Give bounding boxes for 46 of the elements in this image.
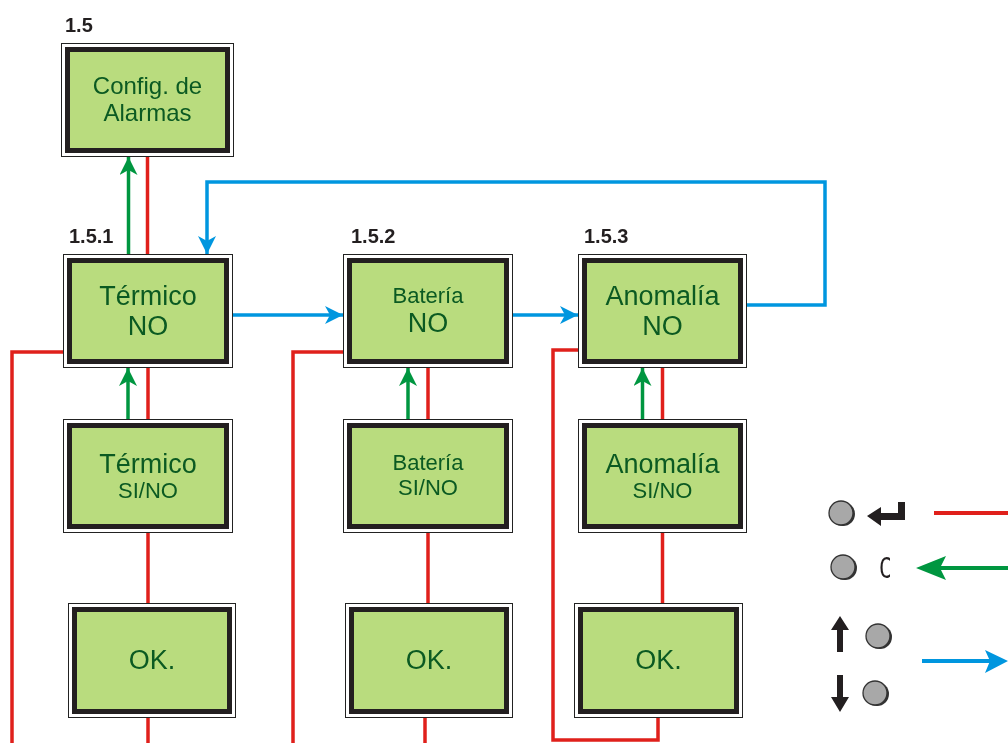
arrow	[513, 306, 578, 324]
connector-line	[291, 350, 343, 743]
screen-text: OK.	[405, 645, 453, 676]
lcd-screen	[343, 419, 513, 533]
connector-line	[551, 348, 660, 742]
connector-line	[423, 718, 427, 743]
menu-number: 1.5	[65, 14, 93, 37]
menu-number: 1.5.3	[584, 225, 629, 248]
screen-text: Batería	[392, 283, 464, 309]
connector-line	[426, 533, 430, 603]
arrow	[633, 368, 652, 419]
menu-number: 1.5.1	[69, 225, 114, 248]
screen-text: Térmico	[99, 280, 197, 311]
connector-line	[660, 533, 665, 603]
connector-line	[146, 718, 150, 743]
screen-text: Térmico	[99, 448, 197, 479]
arrow	[198, 180, 827, 307]
screen-text: OK.	[635, 645, 682, 676]
screen-text: Config. de Alarmas	[91, 73, 204, 127]
connector-line	[426, 368, 430, 419]
screen-text: Anomalía	[605, 448, 720, 479]
screen-text: NO	[407, 308, 449, 339]
screen-text: SI/NO	[632, 478, 693, 504]
lcd-screen	[578, 419, 747, 533]
lcd-screen	[574, 603, 743, 718]
lcd-screen	[68, 603, 236, 718]
screen-text: SI/NO	[118, 478, 178, 504]
arrow	[119, 368, 137, 419]
arrow	[399, 368, 417, 419]
connector-line	[146, 368, 150, 419]
menu-number: 1.5.2	[351, 225, 396, 248]
screen-text: NO	[642, 311, 683, 342]
connector-line	[146, 533, 150, 603]
screen-text: OK.	[128, 645, 176, 676]
lcd-screen	[63, 419, 233, 533]
connector-line	[660, 368, 665, 419]
screen-text: Batería	[392, 451, 464, 476]
screen-text: Anomalía	[605, 280, 720, 311]
arrow	[233, 306, 343, 324]
screen-text: NO	[127, 311, 169, 342]
lcd-screen	[345, 603, 513, 718]
connector-line	[10, 350, 63, 743]
screen-text: SI/NO	[398, 476, 458, 501]
key-label: C	[879, 552, 892, 585]
arrow	[119, 157, 138, 254]
connector-line	[145, 157, 150, 254]
